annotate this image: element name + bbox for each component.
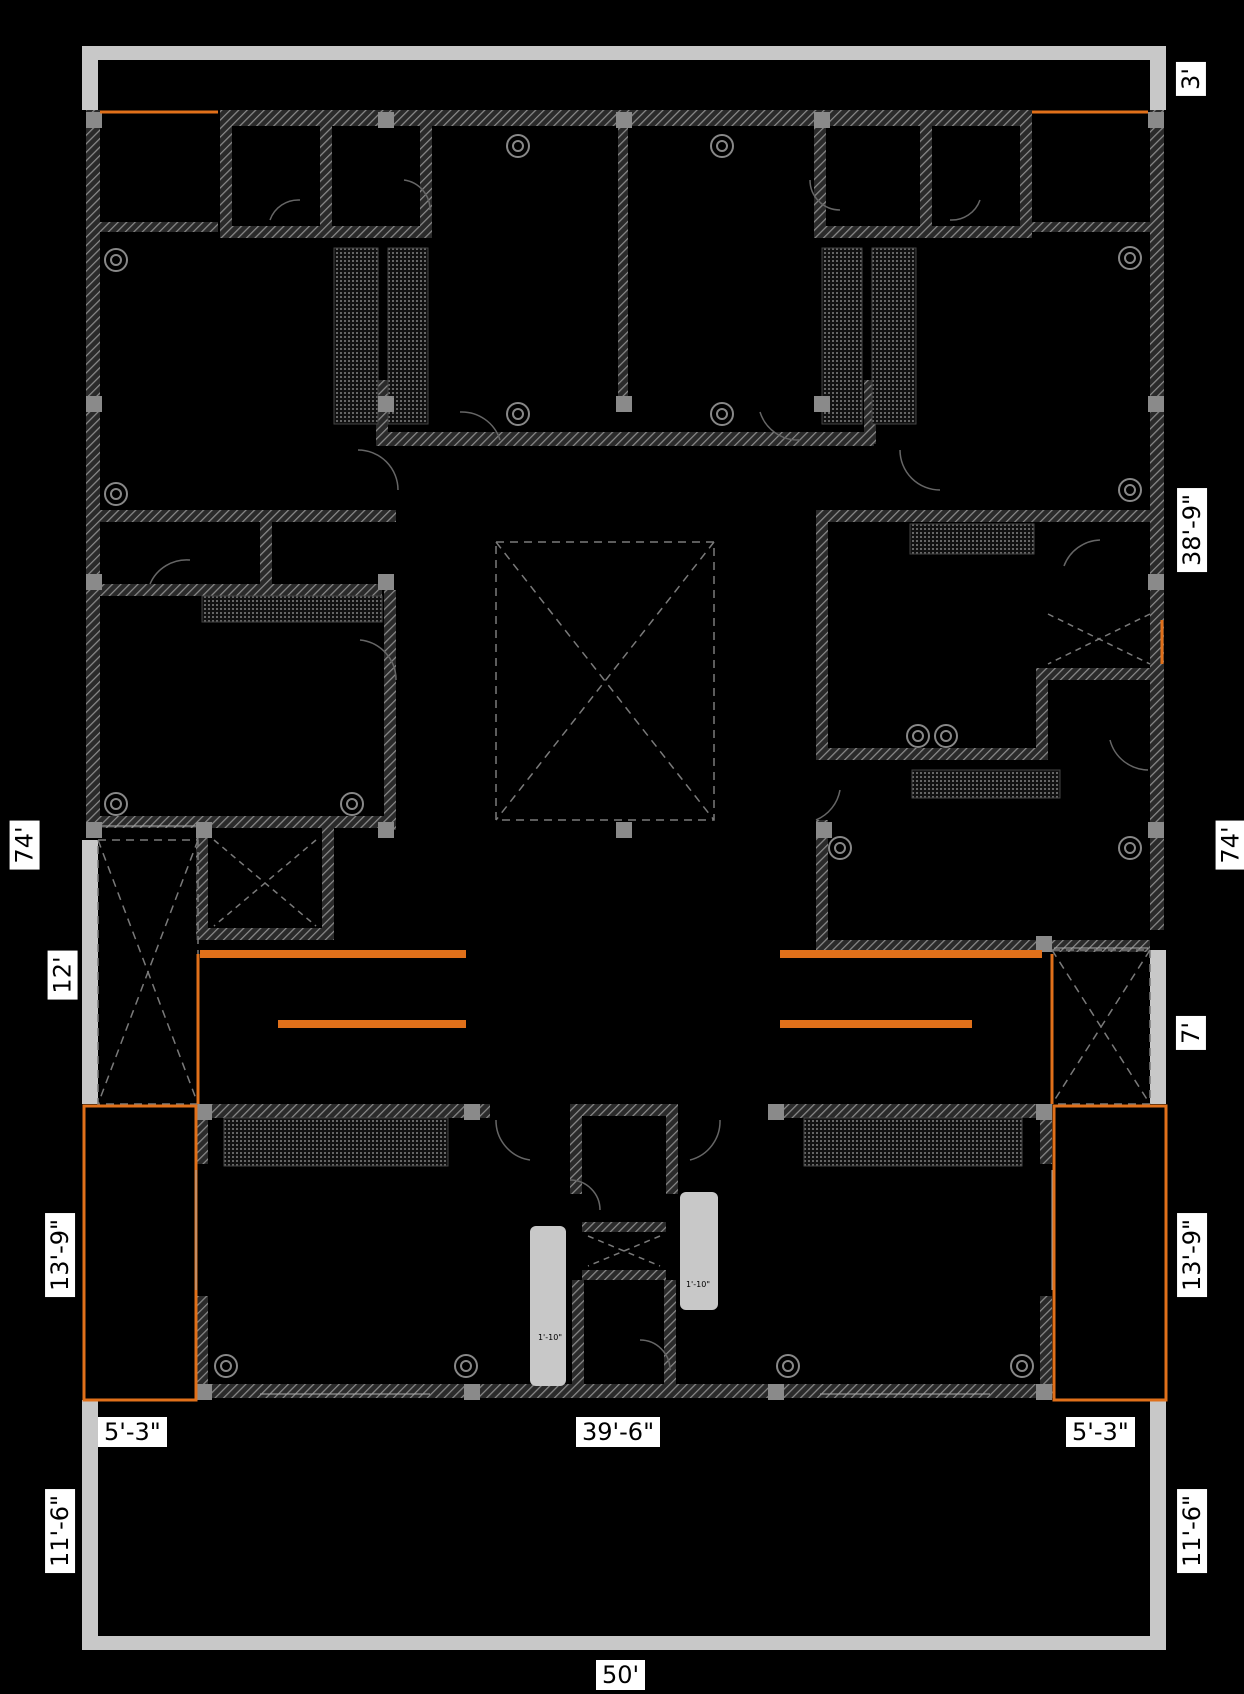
dim-total-width: 50' (596, 1660, 646, 1690)
dim-right-bay: 7' (1175, 1016, 1206, 1050)
dim-top-margin: 3' (1175, 62, 1206, 96)
building-walls (86, 110, 1164, 1398)
dim-total-height-right: 74' (1215, 820, 1244, 870)
dim-center-width: 39'-6" (576, 1417, 661, 1447)
light-fixtures (104, 134, 1142, 1378)
dim-right-upper: 38'-9" (1177, 487, 1208, 573)
dim-right-small-width: 5'-3" (1066, 1417, 1135, 1447)
central-shaft (97, 541, 1151, 1105)
orange-fills (200, 950, 1042, 1028)
duct-crosses (213, 613, 1151, 1267)
dim-left-bottom: 11'-6" (45, 1488, 76, 1574)
window-lines (102, 825, 1148, 1395)
columns (86, 112, 1164, 1400)
dim-left-lower-bay: 13'-9" (45, 1212, 76, 1298)
counters (530, 1192, 718, 1386)
dim-total-height-left: 74' (9, 820, 40, 870)
stair-treads (201, 247, 1061, 1167)
dim-left-bay: 12' (47, 950, 78, 1000)
boundary-wall (82, 46, 1166, 1650)
stair-label-left: 1'-10" (538, 1333, 562, 1342)
dim-left-small-width: 5'-3" (98, 1417, 167, 1447)
dim-right-lower-bay: 13'-9" (1177, 1212, 1208, 1298)
dim-right-bottom: 11'-6" (1177, 1488, 1208, 1574)
door-swings (149, 179, 1149, 1371)
stair-label-right: 1'-10" (686, 1280, 710, 1289)
